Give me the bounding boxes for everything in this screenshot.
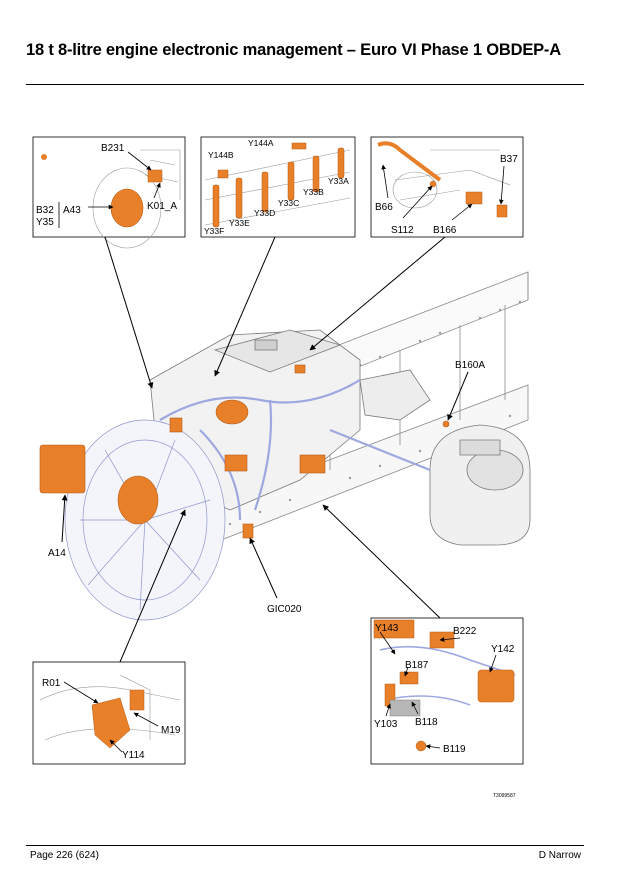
label-r01: R01: [42, 678, 61, 689]
document-variant: D Narrow: [538, 850, 581, 861]
label-y142: Y142: [491, 644, 515, 655]
label-y103: Y103: [374, 719, 398, 730]
label-b32: B32: [36, 205, 54, 216]
label-y33b: Y33B: [303, 187, 324, 197]
figure-id: T3099587: [493, 793, 516, 799]
label-y114: Y114: [122, 750, 145, 761]
label-y33e: Y33E: [229, 218, 250, 228]
label-m19: M19: [161, 725, 181, 736]
label-b231: B231: [101, 143, 125, 154]
inset-pump: Y143 B222 B187 Y142 Y103 B118 B119: [370, 617, 524, 765]
label-y144b: Y144B: [208, 150, 234, 160]
page-title: 18 t 8-litre engine electronic managemen…: [26, 41, 561, 59]
label-b37: B37: [500, 154, 518, 165]
label-b187: B187: [405, 660, 429, 671]
header-rule: [26, 84, 584, 85]
label-b160a: B160A: [455, 360, 485, 371]
label-b66: B66: [375, 202, 393, 213]
label-y33f: Y33F: [204, 226, 224, 236]
label-b119: B119: [443, 744, 466, 755]
inset-injectors: Y144A Y144B Y33A Y33B Y33C Y33D Y33E Y33…: [200, 136, 356, 238]
label-s112: S112: [391, 225, 414, 236]
label-gic020: GIC020: [267, 604, 302, 615]
label-k01a: K01_A: [147, 201, 177, 212]
label-y33c: Y33C: [278, 198, 299, 208]
highlighted-components: [39, 364, 450, 539]
inset-fan: B231 B32 Y35 A43 K01_A: [32, 136, 186, 249]
inset-r01: R01 M19 Y114: [32, 661, 186, 765]
exhaust-silencer: [429, 424, 531, 546]
page-number: Page 226 (624): [30, 850, 99, 861]
wiring-harness: [159, 379, 431, 521]
label-b166: B166: [433, 225, 457, 236]
label-y143: Y143: [375, 623, 399, 634]
label-y33d: Y33D: [254, 208, 275, 218]
inset-turbo: B37 B66 S112 B166: [370, 136, 524, 238]
label-b118: B118: [415, 717, 438, 728]
footer-rule: [26, 845, 584, 846]
label-b222: B222: [453, 626, 477, 637]
label-y144a: Y144A: [248, 138, 274, 148]
label-a43: A43: [63, 205, 81, 216]
leader-lines: [61, 236, 469, 663]
label-y33a: Y33A: [328, 176, 349, 186]
label-y35: Y35: [36, 217, 54, 228]
label-a14: A14: [48, 548, 66, 559]
